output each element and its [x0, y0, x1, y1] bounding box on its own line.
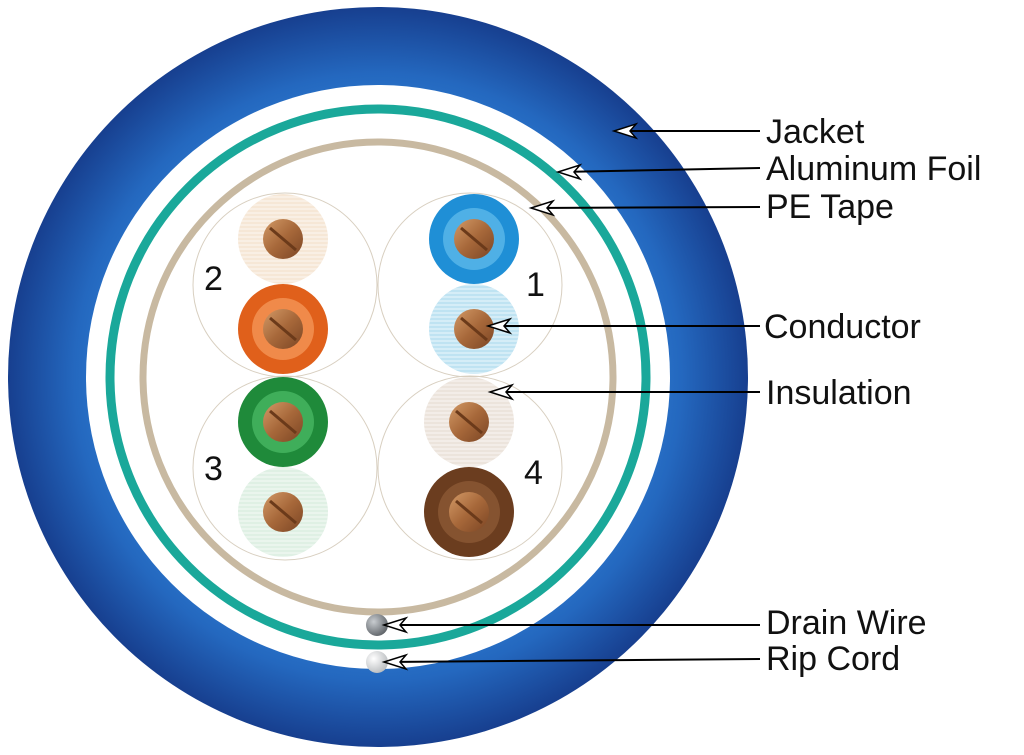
- rip-cord: [366, 651, 388, 673]
- pair-3-white-green-wire: [238, 467, 328, 557]
- pair-2-orange-wire: [238, 284, 328, 374]
- pe-tape-leader-line: [532, 206, 761, 209]
- pair-4-outline: [377, 375, 563, 561]
- aluminum-foil-arrowhead: [555, 163, 583, 181]
- pair-number-1: 1: [526, 266, 545, 304]
- pair-number-4: 4: [524, 454, 543, 492]
- conductor-arrowhead: [485, 317, 513, 335]
- pair-1-white-blue-wire: [429, 284, 519, 374]
- drain-wire-label: Drain Wire: [766, 604, 927, 642]
- pair-1-outline: [377, 192, 563, 378]
- jacket-arrowhead: [611, 122, 639, 140]
- insulation-arrowhead: [487, 383, 515, 401]
- pair-1-blue-wire: [429, 194, 519, 284]
- jacket-inner-space: [86, 85, 670, 669]
- insulation-label: Insulation: [766, 374, 912, 412]
- pe-tape: [139, 138, 617, 616]
- pair-3-outline: [192, 375, 378, 561]
- pair-number-2: 2: [204, 260, 223, 298]
- rip-cord-label: Rip Cord: [766, 640, 900, 678]
- aluminum-foil-label: Aluminum Foil: [766, 150, 981, 188]
- conductor-label: Conductor: [764, 308, 921, 346]
- pair-2-white-orange-wire: [238, 194, 328, 284]
- jacket-label: Jacket: [766, 113, 865, 151]
- pair-number-3: 3: [204, 450, 223, 488]
- pe-tape-label: PE Tape: [766, 188, 894, 226]
- rip-cord-arrowhead: [381, 653, 409, 671]
- pair-3-green-wire: [238, 377, 328, 467]
- drain-wire: [366, 614, 388, 636]
- pair-2-outline: [192, 192, 378, 378]
- aluminum-foil-leader-line: [559, 167, 761, 173]
- rip-cord-leader-line: [385, 658, 761, 663]
- drain-wire-arrowhead: [381, 616, 409, 634]
- pair-4-brown-wire: [424, 467, 514, 557]
- pair-4-white-brown-wire: [424, 377, 514, 467]
- aluminum-foil: [105, 104, 651, 650]
- pe-tape-arrowhead: [528, 199, 556, 217]
